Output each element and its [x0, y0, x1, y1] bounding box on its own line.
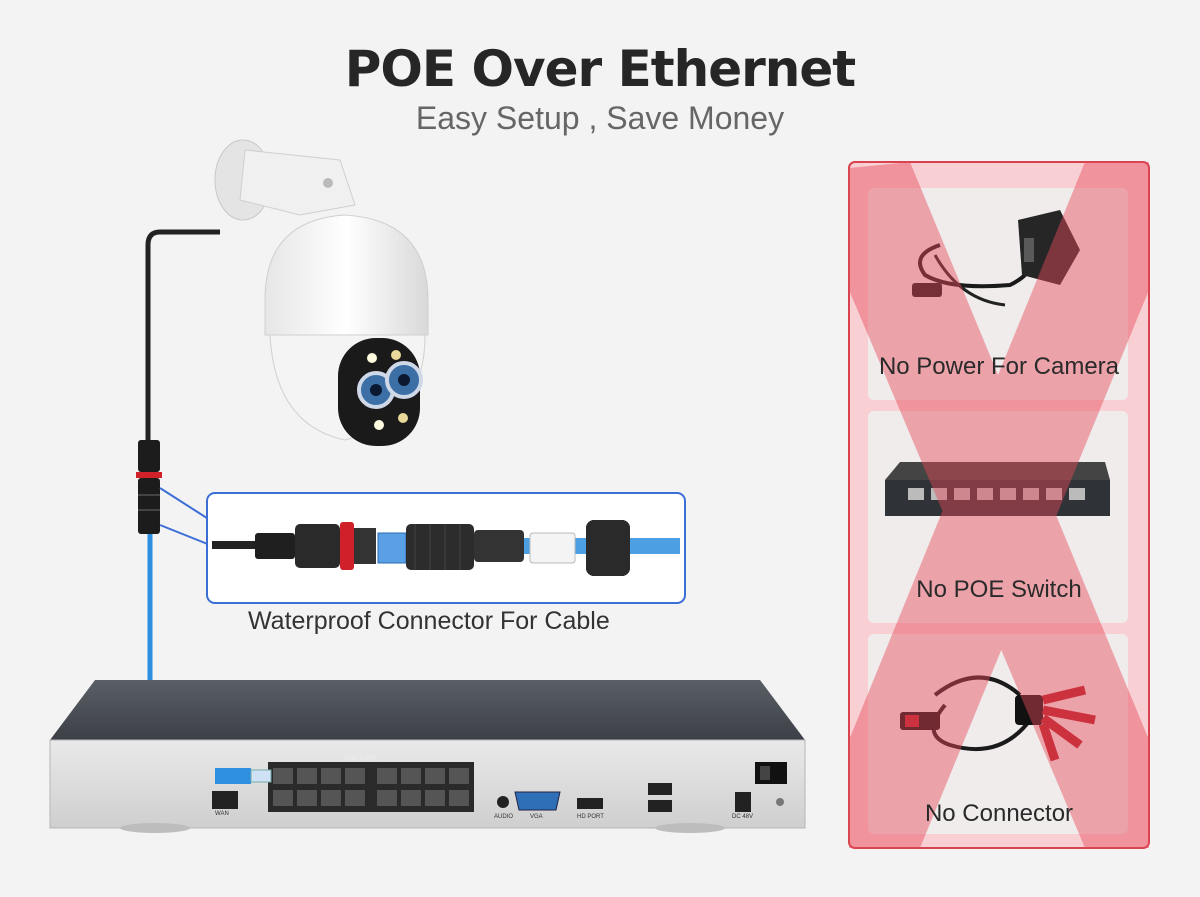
pigtail-connector — [136, 440, 162, 534]
connector-caption: Waterproof Connector For Cable — [248, 607, 610, 635]
page-subtitle: Easy Setup , Save Money — [415, 100, 785, 136]
hdport-label: HD PORT — [577, 814, 604, 820]
cross-mark-icon — [849, 162, 1149, 848]
callout-pointer — [159, 487, 211, 521]
panel-label-switch: No POE Switch — [916, 576, 1082, 603]
power-adapter-icon — [912, 210, 1080, 307]
connector-callout — [206, 492, 686, 604]
splitter-cable-icon — [900, 675, 1096, 762]
camera-cable — [145, 229, 220, 440]
not-needed-panel — [848, 161, 1150, 849]
audio-label: AUDIO — [494, 814, 514, 820]
page-title: POE Over Ethernet — [344, 40, 856, 98]
wan-label: WAN — [215, 811, 229, 817]
nvr-recorder — [49, 680, 806, 833]
ptz-camera — [214, 139, 429, 446]
dc-label: DC 48V — [732, 814, 754, 820]
poe-switch-icon — [885, 462, 1110, 516]
vga-label: VGA — [530, 814, 543, 820]
panel-label-power: No Power For Camera — [878, 353, 1120, 380]
poe-port-label: POE PORT — [345, 756, 376, 762]
panel-label-connector: No Connector — [924, 800, 1074, 827]
